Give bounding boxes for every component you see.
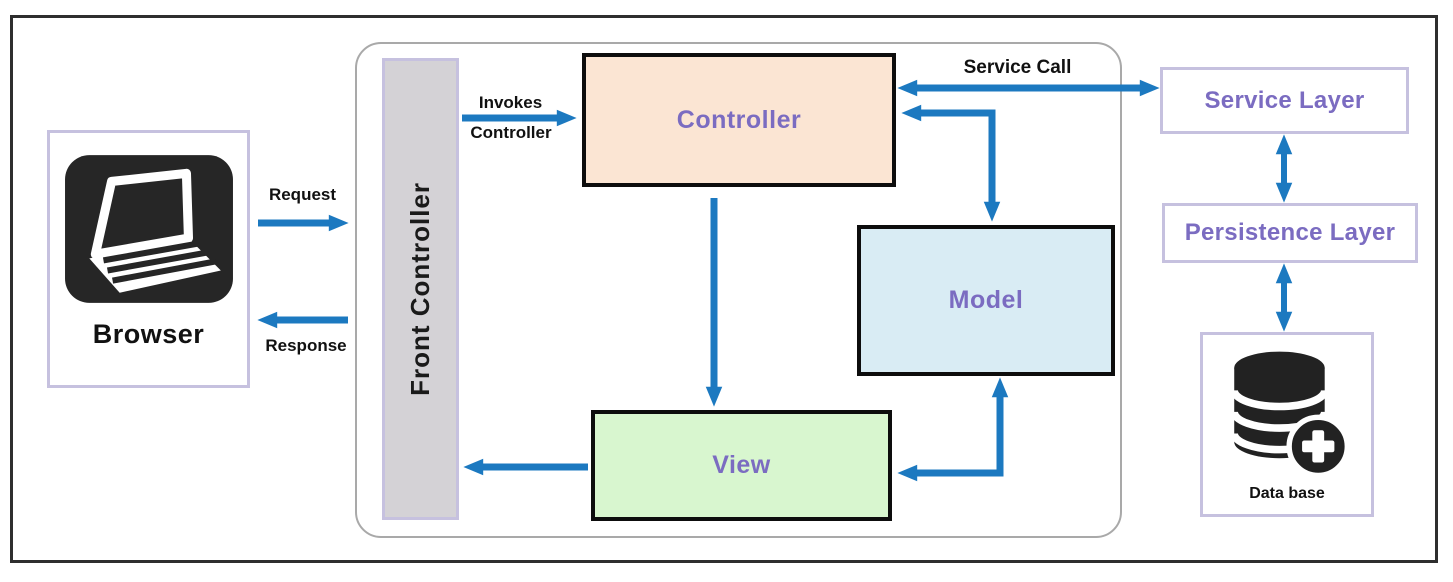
persistence-layer-label: Persistence Layer — [1184, 219, 1396, 246]
service-call-label: Service Call — [963, 57, 1072, 78]
invokes-controller-label-line1: Invokes — [478, 93, 543, 112]
view-box: View — [591, 410, 892, 521]
database-box: Data base — [1200, 332, 1374, 517]
view-label: View — [712, 451, 771, 479]
database-label: Data base — [1249, 485, 1325, 502]
response-label: Response — [265, 336, 347, 355]
database-cylinder-icon — [1230, 351, 1350, 479]
front-controller-label: Front Controller — [405, 182, 435, 396]
invokes-controller-label-line2: Controller — [470, 123, 552, 142]
plus-badge-icon — [1286, 414, 1350, 479]
service-layer-label: Service Layer — [1204, 86, 1365, 114]
model-box: Model — [857, 225, 1115, 376]
controller-label: Controller — [676, 105, 802, 134]
service-layer-box: Service Layer — [1160, 67, 1409, 134]
controller-box: Controller — [582, 53, 896, 187]
browser-label: Browser — [92, 319, 205, 349]
persistence-layer-box: Persistence Layer — [1162, 203, 1418, 263]
laptop-icon — [64, 155, 233, 303]
model-label: Model — [948, 286, 1024, 314]
front-controller-bar: Front Controller — [382, 58, 459, 520]
browser-box: Browser — [47, 130, 250, 388]
request-label: Request — [268, 185, 337, 204]
outer-frame — [10, 15, 1438, 563]
